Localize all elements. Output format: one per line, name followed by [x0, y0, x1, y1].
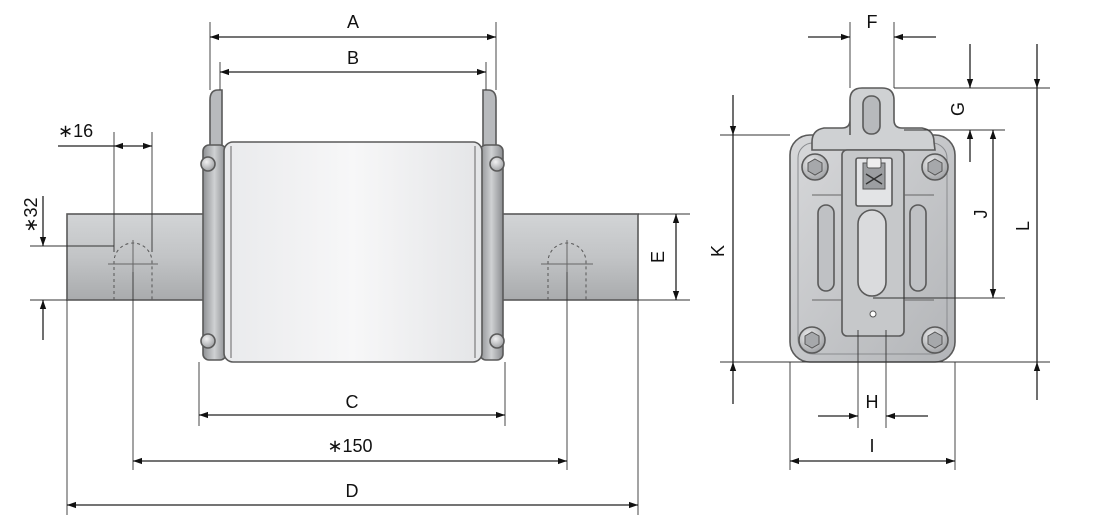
right-contact-blade: [491, 213, 639, 301]
left-mounting-slot: [108, 240, 158, 300]
label-f: F: [867, 12, 878, 32]
left-contact-blade: [66, 213, 216, 301]
screw-icon: [921, 153, 949, 181]
label-16: ∗16: [58, 121, 93, 141]
screw-icon: [801, 153, 829, 181]
label-h: H: [866, 392, 879, 412]
indicator-dot: [869, 310, 877, 318]
label-l: L: [1013, 221, 1033, 231]
screw-icon: [921, 326, 949, 354]
right-gripping-lug: [482, 89, 497, 153]
label-j: J: [971, 210, 991, 219]
left-gripping-lug: [209, 89, 223, 153]
screw-icon: [489, 333, 505, 349]
label-k: K: [708, 245, 728, 257]
right-groove: [909, 204, 927, 292]
label-g: G: [948, 102, 968, 116]
left-end-cap: [202, 144, 227, 361]
label-150: ∗150: [327, 436, 372, 456]
fuse-body: [223, 141, 483, 363]
screw-icon: [200, 333, 216, 349]
label-b: B: [347, 48, 359, 68]
screw-icon: [798, 326, 826, 354]
label-i: I: [869, 436, 874, 456]
label-e: E: [648, 251, 668, 263]
label-a: A: [347, 12, 359, 32]
right-mounting-slot: [541, 240, 593, 300]
screw-icon: [489, 156, 505, 172]
label-c: C: [346, 392, 359, 412]
label-d: D: [346, 481, 359, 501]
front-view: A B C ∗150 D E ∗16 ∗32: [21, 12, 690, 515]
tab-slot: [862, 95, 881, 135]
side-view: F G J L K H I: [708, 12, 1050, 470]
central-slot: [857, 209, 887, 297]
label-32: ∗32: [21, 197, 41, 232]
left-groove: [817, 204, 835, 292]
screw-icon: [200, 156, 216, 172]
right-end-cap: [479, 144, 504, 361]
